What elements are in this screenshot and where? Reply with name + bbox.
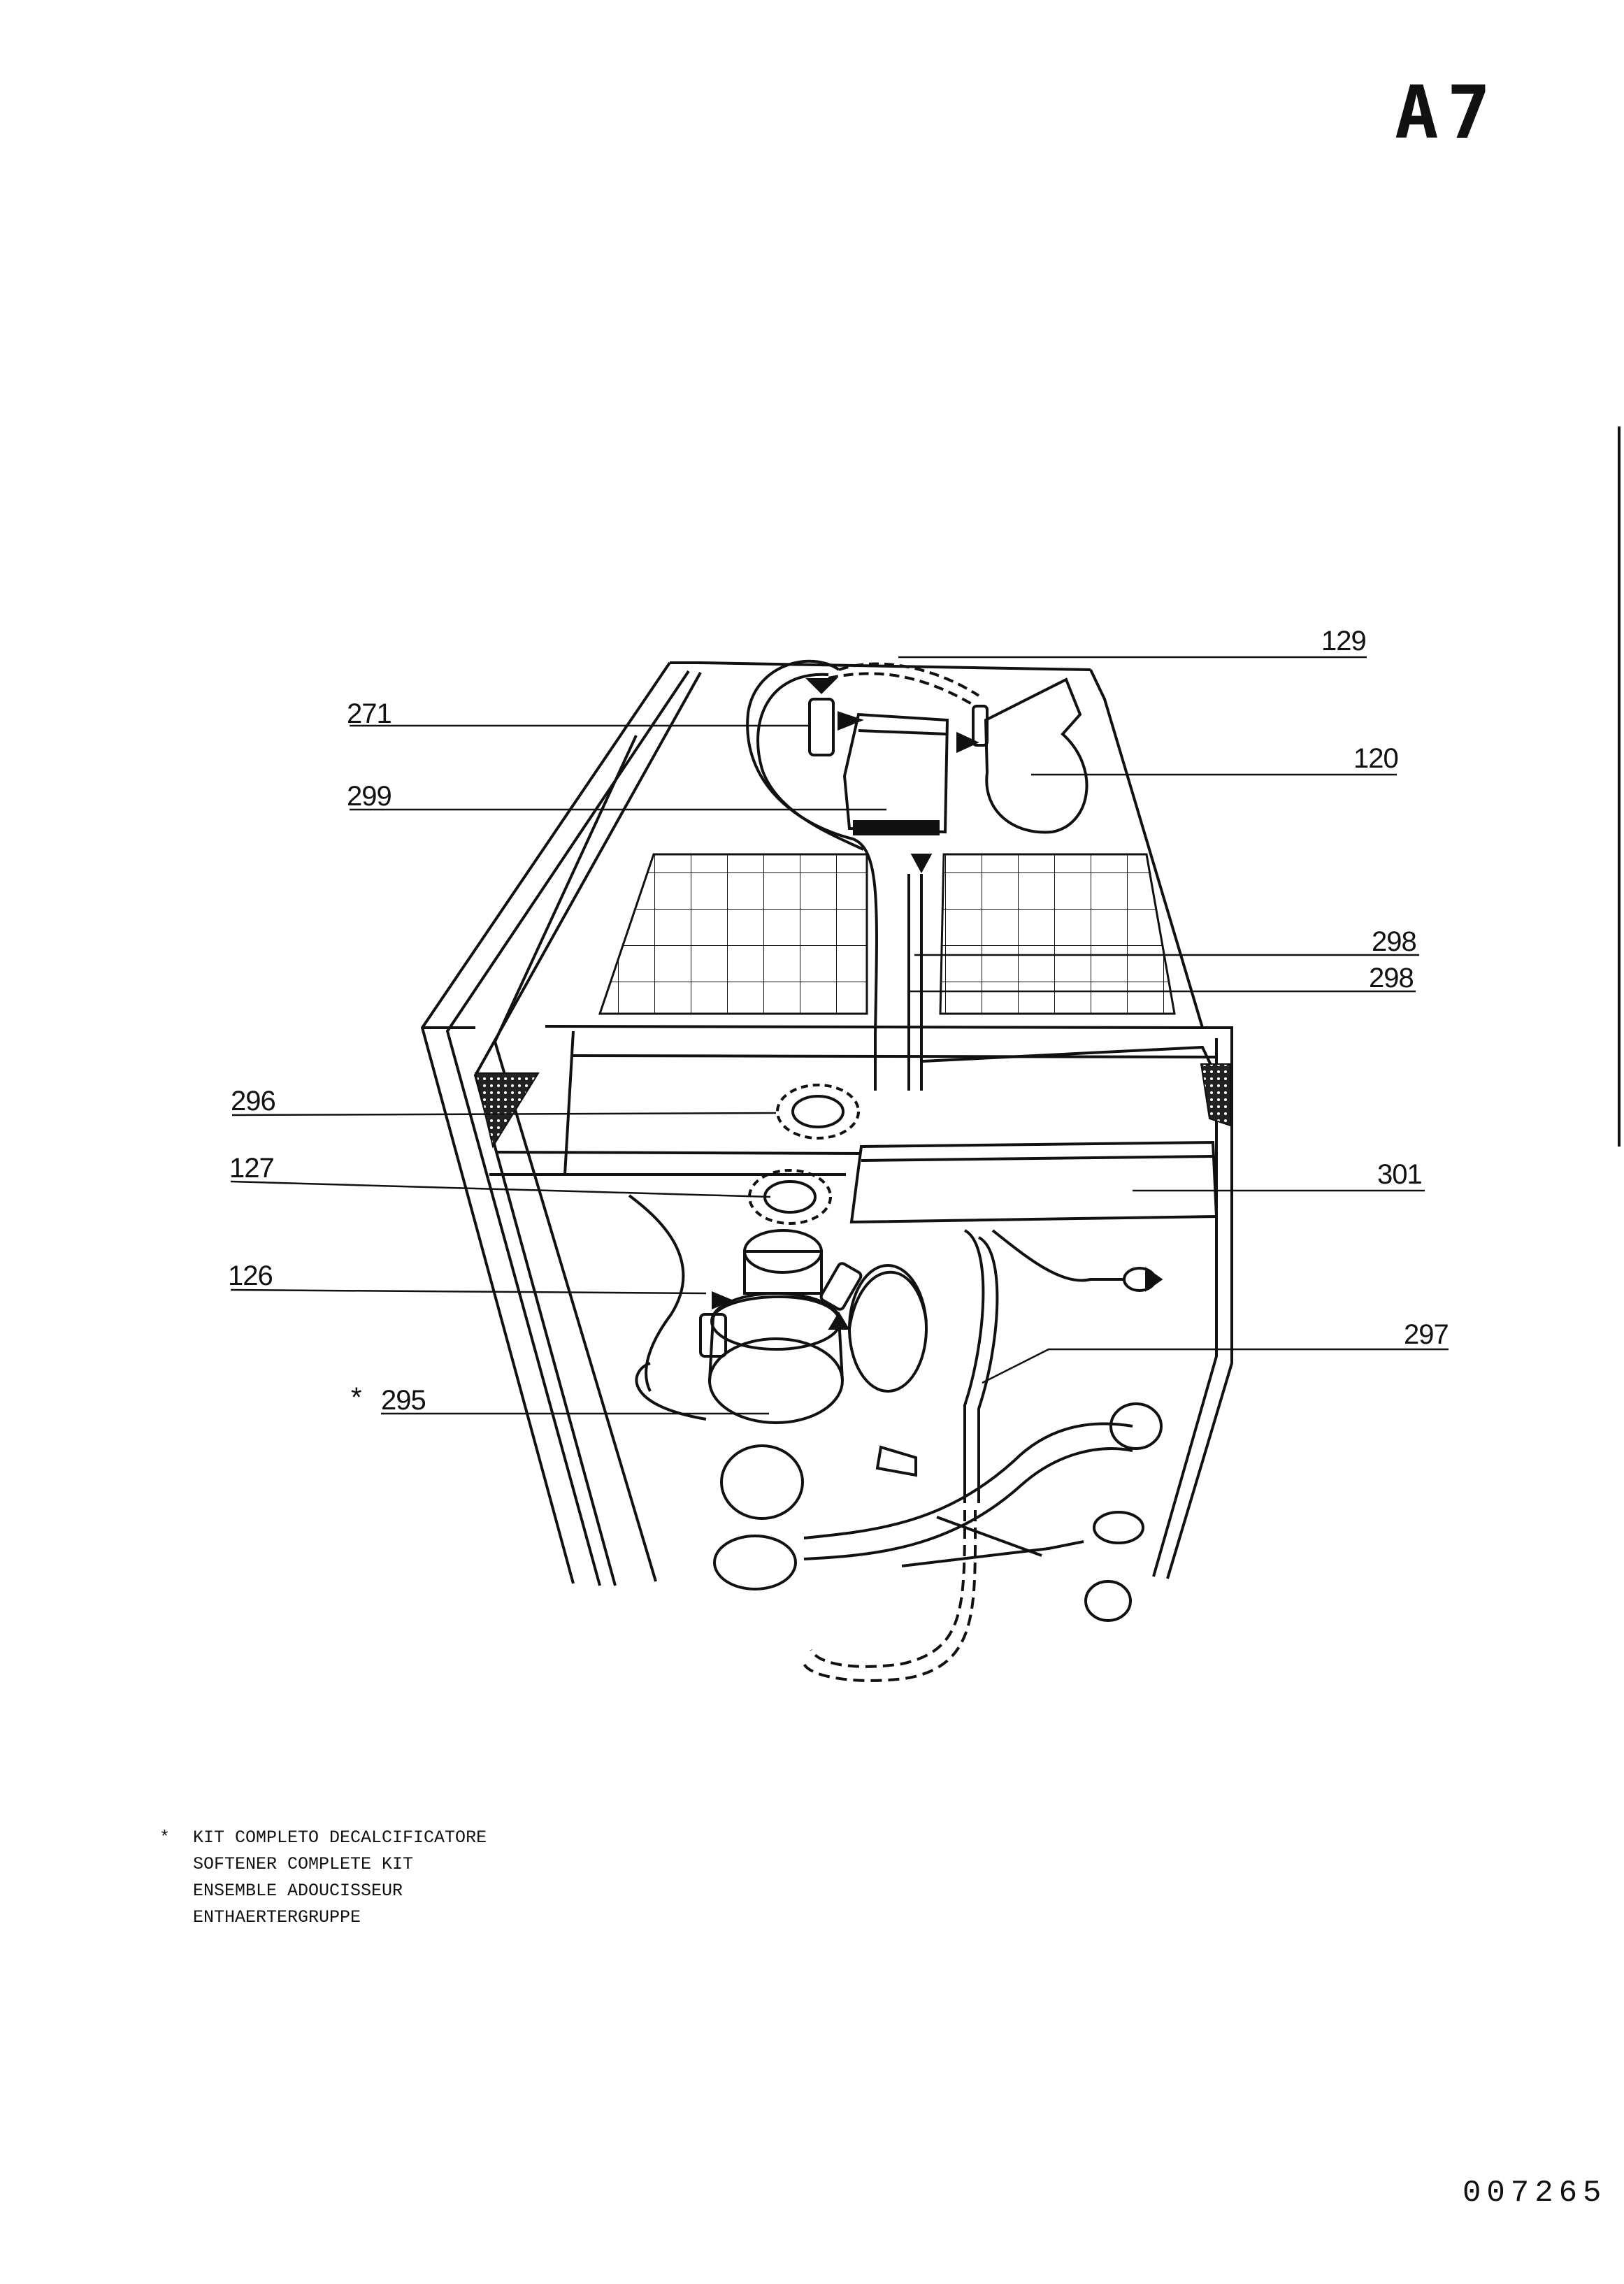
page-label: A7 bbox=[1395, 70, 1500, 155]
callout-271: 271 bbox=[347, 698, 391, 729]
callout-296: 296 bbox=[231, 1086, 275, 1116]
kit-note-line-fr: ENSEMBLE ADOUCISSEUR bbox=[193, 1881, 403, 1901]
leader-lines bbox=[230, 656, 1449, 1415]
left-corner-hatch bbox=[474, 1072, 540, 1149]
callout-301: 301 bbox=[1377, 1159, 1422, 1190]
cabinet bbox=[420, 661, 1233, 1586]
rack-grid-left bbox=[598, 853, 868, 1015]
callout-297: 297 bbox=[1404, 1319, 1449, 1350]
callout-299: 299 bbox=[347, 781, 391, 812]
softener-assembly bbox=[628, 659, 1219, 1682]
kit-note: * KIT COMPLETO DECALCIFICATORE SOFTENER … bbox=[159, 1825, 487, 1931]
document-number: 007265 bbox=[1463, 2176, 1607, 2211]
kit-note-line-it: KIT COMPLETO DECALCIFICATORE bbox=[193, 1827, 487, 1848]
rack-grid-right bbox=[939, 853, 1176, 1015]
callout-295-star: * bbox=[351, 1382, 361, 1413]
right-corner-hatch bbox=[1200, 1063, 1231, 1127]
callout-129: 129 bbox=[1321, 626, 1366, 656]
kit-note-line-de: ENTHAERTERGRUPPE bbox=[193, 1907, 361, 1927]
callout-298-upper: 298 bbox=[1372, 926, 1416, 957]
callout-120: 120 bbox=[1353, 743, 1398, 774]
callout-127: 127 bbox=[229, 1153, 274, 1184]
callout-295: 295 bbox=[381, 1385, 426, 1416]
scan-edge-mark bbox=[1618, 426, 1621, 1147]
kit-note-line-en: SOFTENER COMPLETE KIT bbox=[193, 1854, 414, 1874]
callout-298-lower: 298 bbox=[1369, 963, 1414, 993]
callout-126: 126 bbox=[228, 1260, 273, 1291]
callout-labels: 129 271 120 299 298 298 296 127 301 126 … bbox=[228, 626, 1449, 1416]
kit-note-marker: * bbox=[159, 1827, 171, 1848]
